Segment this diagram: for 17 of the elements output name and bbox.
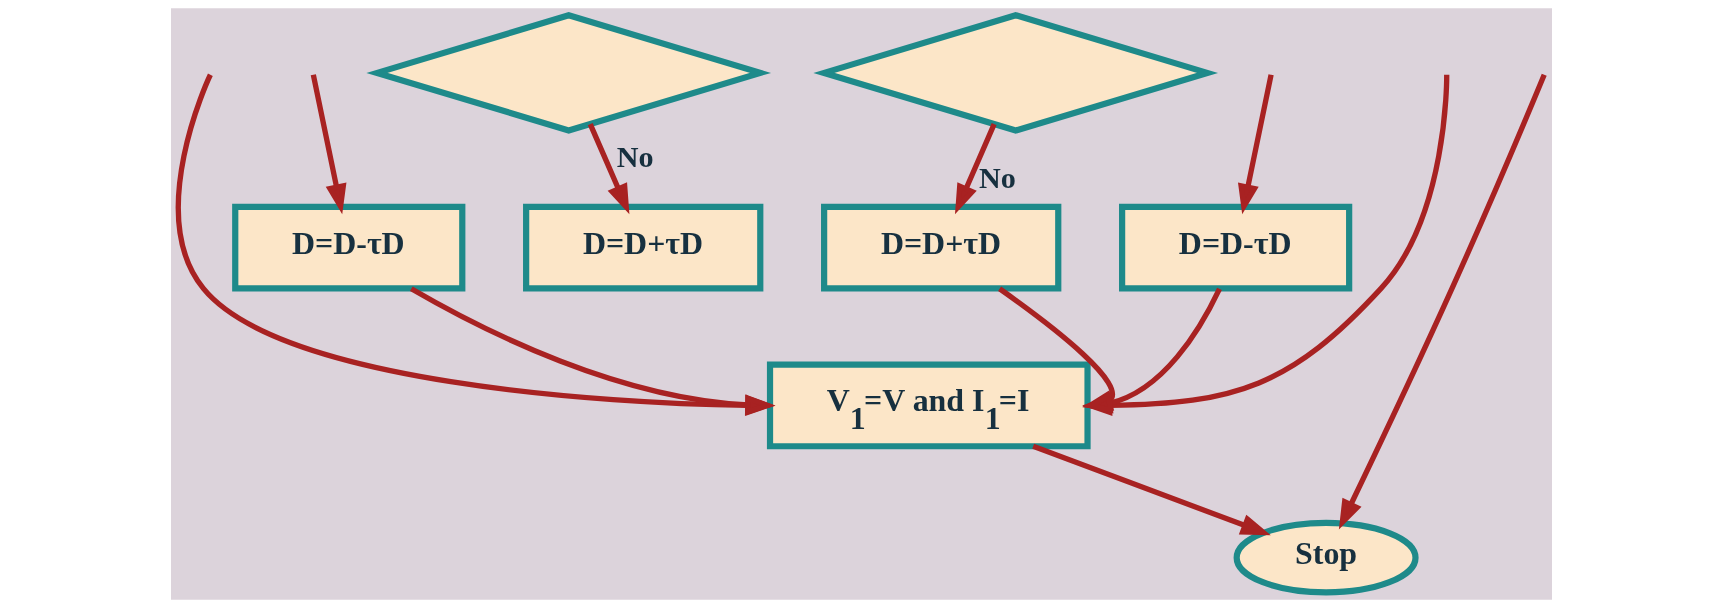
node-box: D=D+τD	[820, 203, 1061, 292]
edge-label: No	[616, 140, 654, 175]
arrow	[310, 74, 346, 215]
arrow	[954, 123, 997, 215]
arrow	[1031, 443, 1271, 536]
node-diamond	[812, 12, 1218, 134]
node-box: D=D+τD	[522, 203, 763, 292]
arrow	[1338, 73, 1547, 530]
node-box: D=D-τD	[231, 203, 465, 292]
arrow	[175, 73, 775, 416]
node-diamond	[365, 12, 771, 134]
arrow	[587, 123, 629, 215]
node-ellipse: Stop	[1233, 519, 1419, 596]
node-box: D=D-τD	[1118, 203, 1352, 292]
edge-label: No	[978, 161, 1016, 196]
arrow	[409, 286, 775, 416]
arrow	[1237, 74, 1274, 215]
